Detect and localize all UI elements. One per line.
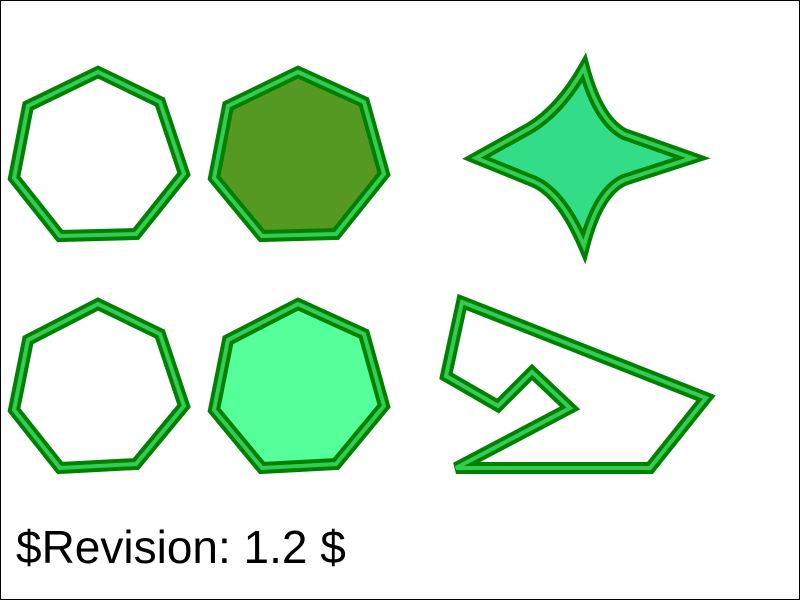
- heptagon-filled-mint: [207, 297, 391, 475]
- heptagon-filled-olive-inner: [211, 69, 387, 239]
- zigzag-polygon-outer: [439, 293, 716, 474]
- revision-label: $Revision: 1.2 $: [16, 521, 346, 573]
- zigzag-polygon-inner: [443, 299, 710, 470]
- heptagon-outline-bottom-inner: [11, 301, 187, 471]
- heptagon-filled-mint-inner: [211, 301, 387, 471]
- four-point-star-inner: [471, 62, 699, 253]
- heptagon-filled-olive: [207, 65, 391, 243]
- zigzag-polygon: [439, 293, 716, 474]
- heptagon-outline-bottom: [7, 297, 191, 475]
- four-point-star-outer: [462, 52, 711, 265]
- heptagon-outline-top: [7, 65, 191, 243]
- four-point-star: [462, 52, 711, 265]
- heptagon-outline-top-inner: [11, 69, 187, 239]
